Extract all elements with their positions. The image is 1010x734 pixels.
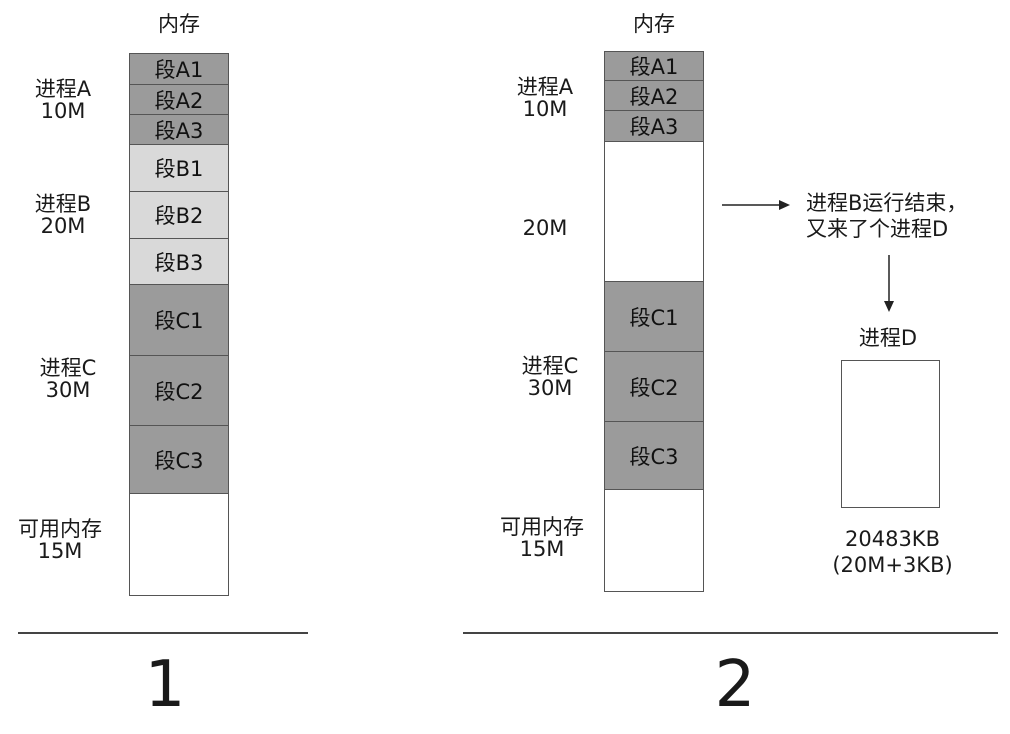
segment-a1: 段A1 [130, 54, 228, 85]
segment-c2: 段C2 [130, 356, 228, 426]
free-block-2 [605, 490, 703, 591]
memory-title-1: 内存 [158, 12, 200, 36]
free-memory-label-2: 可用内存 15M [500, 515, 584, 561]
segment-c3: 段C3 [130, 426, 228, 494]
hole-label-2: 20M [522, 216, 568, 240]
process-b-label-1: 进程B 20M [34, 192, 92, 238]
right-arrow-icon [722, 200, 790, 210]
event-note: 进程B运行结束， 又来了个进程D [806, 191, 968, 241]
baseline-rule-2 [463, 632, 998, 634]
process-d-size: 20483KB (20M+3KB) [832, 527, 953, 577]
caption-1: 1 [144, 648, 186, 722]
segment-b1: 段B1 [130, 145, 228, 192]
memory-column-1: 段A1 段A2 段A3 段B1 段B2 段B3 段C1 段C2 段C3 [129, 53, 229, 596]
segment-c1: 段C1 [130, 285, 228, 356]
segment-a2: 段A2 [130, 85, 228, 115]
segment-c2-2: 段C2 [605, 352, 703, 422]
segment-b2: 段B2 [130, 192, 228, 239]
free-hole-20m [605, 142, 703, 282]
process-d-block [841, 360, 940, 508]
memory-title-2: 内存 [633, 12, 675, 36]
segment-a2-2: 段A2 [605, 81, 703, 111]
free-block-1 [130, 494, 228, 595]
segment-c1-2: 段C1 [605, 282, 703, 352]
segment-a1-2: 段A1 [605, 52, 703, 81]
segment-c3-2: 段C3 [605, 422, 703, 490]
segment-b3: 段B3 [130, 239, 228, 285]
free-memory-label-1: 可用内存 15M [18, 517, 102, 563]
process-c-label-2: 进程C 30M [521, 354, 579, 400]
baseline-rule-1 [18, 632, 308, 634]
memory-column-2: 段A1 段A2 段A3 段C1 段C2 段C3 [604, 51, 704, 592]
process-a-label-2: 进程A 10M [516, 75, 574, 121]
segment-a3-2: 段A3 [605, 111, 703, 142]
process-c-label-1: 进程C 30M [39, 356, 97, 402]
down-arrow-icon [884, 255, 894, 312]
process-d-label: 进程D [858, 326, 918, 350]
segment-a3: 段A3 [130, 115, 228, 145]
caption-2: 2 [714, 648, 756, 722]
process-a-label-1: 进程A 10M [34, 77, 92, 123]
